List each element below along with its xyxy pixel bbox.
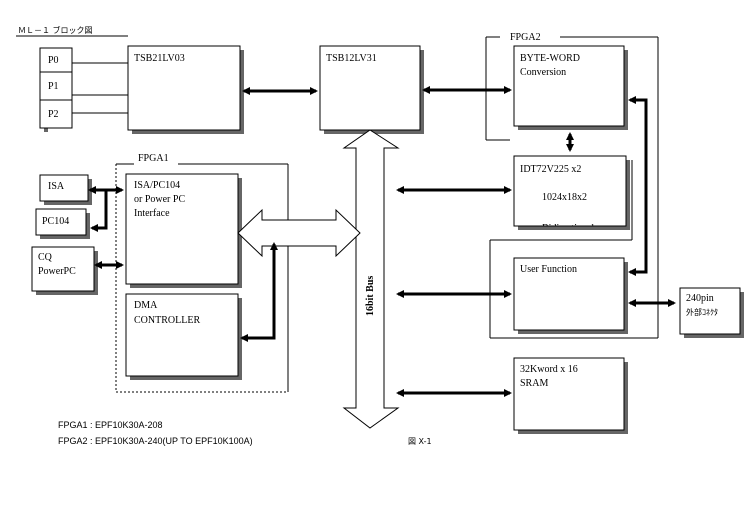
cq-label-2: PowerPC	[38, 266, 76, 277]
pc104-block: PC104	[35, 208, 90, 239]
fifo-label-3: Bidirectional	[542, 223, 594, 234]
tsb12lv31-label: TSB12LV31	[326, 53, 377, 64]
cq-label-1: CQ	[38, 252, 53, 263]
system-bus	[342, 129, 400, 429]
note-fpga1: FPGA1 : EPF10K30A-208	[58, 420, 163, 430]
note-fpga2: FPGA2 : EPF10K30A-240(UP TO EPF10K100A)	[58, 436, 253, 446]
byte-word-label-1: BYTE-WORD	[520, 53, 580, 64]
dma-label-1: DMA	[134, 300, 158, 311]
tsb12lv31-block: TSB12LV31	[319, 45, 424, 134]
port-p1-label: P1	[48, 81, 59, 92]
link-interface-bus	[237, 208, 361, 258]
byte-word-label-2: Conversion	[520, 67, 566, 78]
sram-label-2: SRAM	[520, 378, 548, 389]
sram-block: 32Kword x 16 SRAM	[513, 357, 628, 434]
pc104-label: PC104	[42, 216, 69, 227]
fpga1-outline: FPGA1	[115, 153, 289, 393]
port-group: P0 P1 P2	[39, 47, 73, 132]
link-dma-interface	[240, 242, 278, 342]
host-interface-label-3: Interface	[134, 208, 170, 219]
isa-block: ISA	[39, 174, 92, 205]
fifo-label-2: 1024x18x2	[542, 192, 587, 203]
dma-label-2: CONTROLLER	[134, 315, 200, 326]
diagram-title: ＭＬ－１ ブロック図	[18, 25, 93, 35]
user-function-block: User Function	[513, 257, 628, 334]
fpga1-label: FPGA1	[138, 153, 169, 164]
cq-powerpc-block: CQ PowerPC	[31, 246, 98, 295]
fpga2-label: FPGA2	[510, 32, 541, 43]
link-pc104-interface	[90, 190, 108, 232]
bus-label: 16bit Bus	[365, 276, 376, 316]
host-interface-label-1: ISA/PC104	[134, 180, 180, 191]
port-p0-label: P0	[48, 55, 59, 66]
byte-word-block: BYTE-WORD Conversion	[513, 45, 628, 130]
host-interface-label-2: or Power PC	[134, 194, 185, 205]
isa-label: ISA	[48, 181, 65, 192]
fifo-label-1: IDT72V225 x2	[520, 164, 581, 175]
dma-controller-block: DMA CONTROLLER	[125, 293, 242, 380]
tsb21lv03-block: TSB21LV03	[127, 45, 244, 134]
figure-caption: 図 X-1	[408, 437, 432, 446]
external-connector-block: 240pin 外部ｺﾈｸﾀ	[679, 287, 744, 338]
host-interface-block: ISA/PC104 or Power PC Interface	[125, 173, 242, 288]
fifo-block: IDT72V225 x2 1024x18x2 Bidirectional	[513, 155, 630, 234]
external-connector-label-2: 外部ｺﾈｸﾀ	[686, 307, 718, 317]
sram-label-1: 32Kword x 16	[520, 364, 578, 375]
link-byteword-userfunc	[628, 96, 648, 276]
tsb21lv03-label: TSB21LV03	[134, 53, 185, 64]
external-connector-label-1: 240pin	[686, 293, 714, 304]
user-function-label: User Function	[520, 264, 577, 275]
port-p2-label: P2	[48, 109, 59, 120]
